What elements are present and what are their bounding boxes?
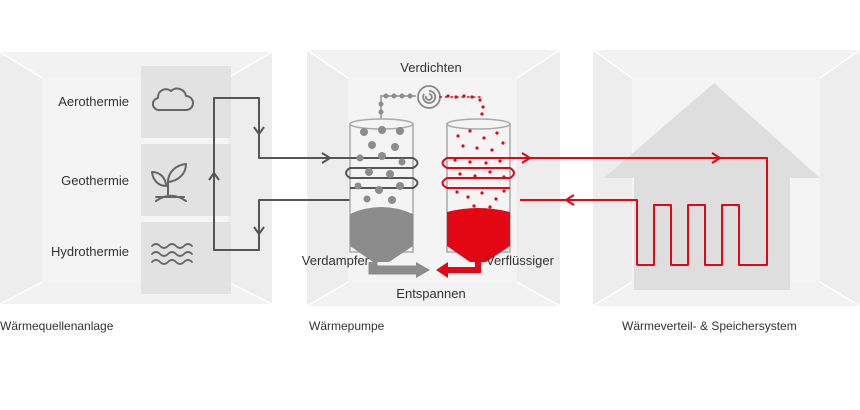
hydrothermie-tile	[141, 222, 231, 294]
label-entspannen: Entspannen	[396, 286, 465, 301]
source-label-aerothermie: Aerothermie	[58, 94, 129, 109]
waves-icon	[151, 243, 193, 265]
distribution-panel	[592, 49, 860, 307]
label-verfluessiger: Verflüssiger	[486, 253, 555, 268]
heating-loop	[510, 152, 768, 266]
cloud-icon	[151, 87, 194, 112]
geothermie-tile	[141, 144, 231, 216]
caption-pump: Wärmepumpe	[309, 319, 385, 333]
plant-icon	[151, 163, 187, 202]
label-verdichten: Verdichten	[400, 60, 461, 75]
source-label-hydrothermie: Hydrothermie	[51, 244, 129, 259]
condenser	[436, 94, 520, 278]
source-loop	[208, 97, 350, 251]
caption-distribution: Wärmeverteil- & Speichersystem	[622, 319, 797, 333]
source-panel: Aerothermie Geothermie Hydrothermie	[0, 51, 273, 305]
evaporator	[342, 93, 430, 278]
label-verdampfer: Verdampfer	[302, 253, 370, 268]
aerothermie-tile	[141, 66, 231, 138]
source-label-geothermie: Geothermie	[61, 173, 129, 188]
caption-source: Wärmequellenanlage	[0, 319, 114, 333]
